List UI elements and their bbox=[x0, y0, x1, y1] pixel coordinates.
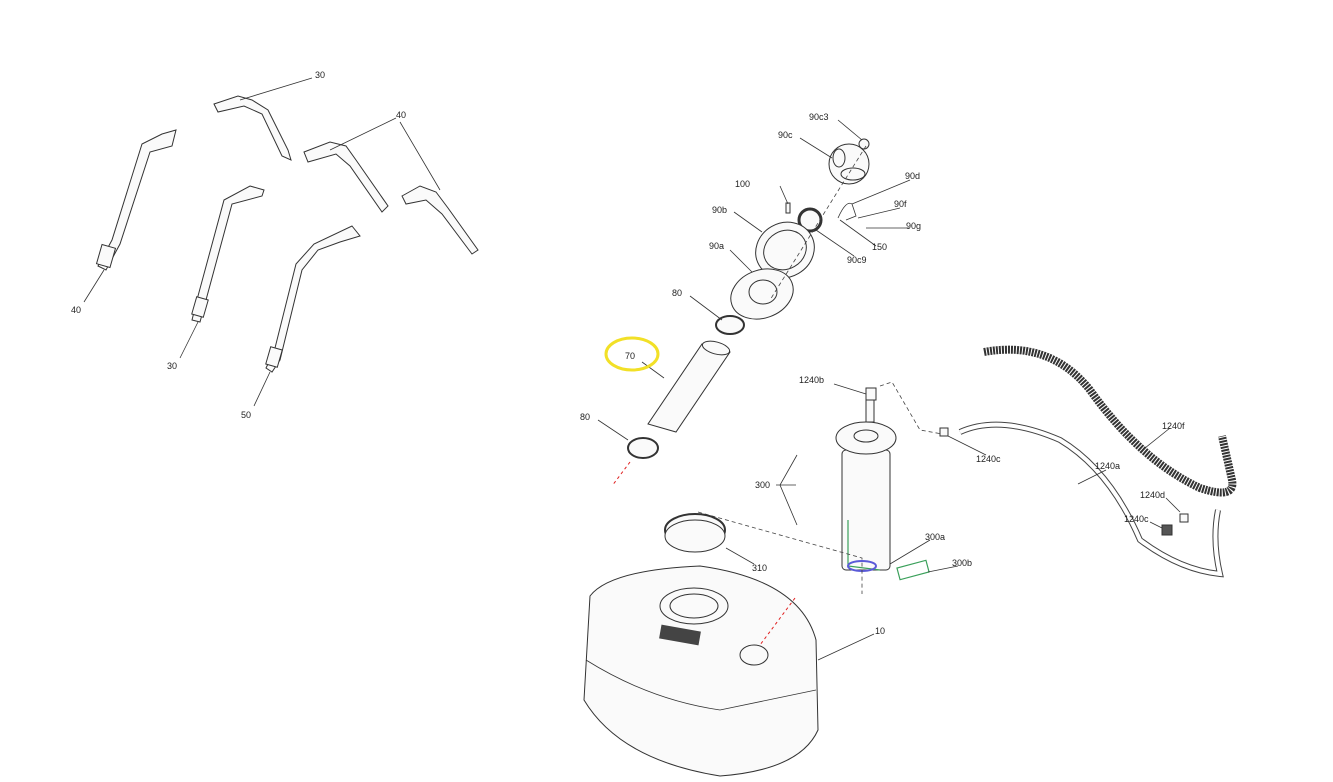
ring-90b[interactable] bbox=[746, 212, 825, 289]
label-90g[interactable]: 90g bbox=[906, 221, 921, 231]
cap-90c[interactable] bbox=[828, 143, 870, 185]
label-1240c[interactable]: 1240c bbox=[976, 454, 1001, 464]
label-40[interactable]: 40 bbox=[396, 110, 406, 120]
label-1240a[interactable]: 1240a bbox=[1095, 461, 1120, 471]
ring-310[interactable] bbox=[664, 513, 726, 553]
strap-40-left[interactable] bbox=[95, 129, 177, 271]
label-150[interactable]: 150 bbox=[872, 242, 887, 252]
label-80[interactable]: 80 bbox=[672, 288, 682, 298]
label-90d[interactable]: 90d bbox=[905, 171, 920, 181]
fitting-1240c-bottom[interactable] bbox=[1161, 524, 1173, 536]
label-300[interactable]: 300 bbox=[755, 480, 770, 490]
label-300b[interactable]: 300b bbox=[952, 558, 972, 568]
label-30[interactable]: 30 bbox=[167, 361, 177, 371]
strap-30-top[interactable] bbox=[213, 95, 292, 161]
hose-70[interactable] bbox=[647, 339, 731, 433]
label-50[interactable]: 50 bbox=[241, 410, 251, 420]
fitting-1240d[interactable] bbox=[1179, 513, 1189, 523]
part-90d-150[interactable] bbox=[837, 202, 857, 221]
highlight-circle bbox=[604, 336, 660, 372]
neck-90a[interactable] bbox=[724, 261, 801, 328]
label-90a[interactable]: 90a bbox=[709, 241, 724, 251]
screw-100[interactable] bbox=[785, 202, 791, 214]
label-40[interactable]: 40 bbox=[71, 305, 81, 315]
label-90c[interactable]: 90c bbox=[778, 130, 793, 140]
label-80[interactable]: 80 bbox=[580, 412, 590, 422]
fitting-1240b[interactable] bbox=[865, 387, 877, 401]
fuel-pump-300[interactable] bbox=[835, 391, 930, 581]
label-1240b[interactable]: 1240b bbox=[799, 375, 824, 385]
label-90f[interactable]: 90f bbox=[894, 199, 907, 209]
label-90c3[interactable]: 90c3 bbox=[809, 112, 829, 122]
label-310[interactable]: 310 bbox=[752, 563, 767, 573]
clamp-80-top[interactable] bbox=[715, 315, 745, 335]
label-1240c[interactable]: 1240c bbox=[1124, 514, 1149, 524]
label-30[interactable]: 30 bbox=[315, 70, 325, 80]
label-70[interactable]: 70 bbox=[625, 351, 635, 361]
strap-50[interactable] bbox=[265, 225, 361, 373]
clamp-80-bottom[interactable] bbox=[627, 437, 659, 459]
strap-30-mid[interactable] bbox=[191, 185, 265, 323]
label-100[interactable]: 100 bbox=[735, 179, 750, 189]
label-90b[interactable]: 90b bbox=[712, 205, 727, 215]
label-10[interactable]: 10 bbox=[875, 626, 885, 636]
hose-1240a[interactable] bbox=[958, 421, 1224, 578]
leader-lines bbox=[83, 77, 1181, 661]
hose-1240f[interactable] bbox=[983, 345, 1237, 497]
strap-40-top[interactable] bbox=[303, 141, 479, 255]
label-1240f[interactable]: 1240f bbox=[1162, 421, 1185, 431]
label-1240d[interactable]: 1240d bbox=[1140, 490, 1165, 500]
fitting-1240c-top[interactable] bbox=[939, 427, 949, 437]
fuel-tank-10[interactable] bbox=[583, 565, 819, 777]
label-90c9[interactable]: 90c9 bbox=[847, 255, 867, 265]
label-300a[interactable]: 300a bbox=[925, 532, 945, 542]
seal-90c9[interactable] bbox=[797, 207, 823, 233]
